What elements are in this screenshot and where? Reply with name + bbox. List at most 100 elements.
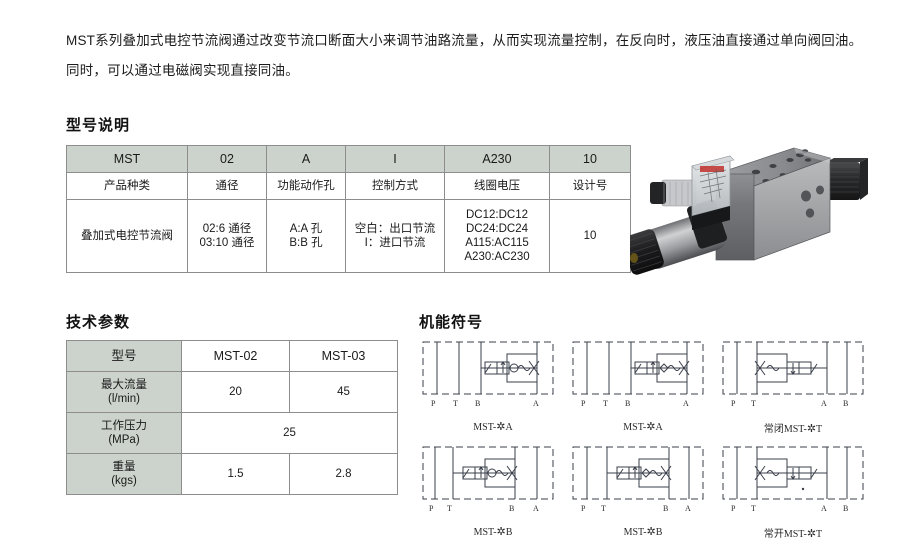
port-label: P <box>581 504 586 513</box>
caption-suffix: B <box>655 527 663 538</box>
port-label: B <box>625 399 630 408</box>
tech-label-unit: (kgs) <box>111 475 137 487</box>
caption-star: ✲ <box>806 528 817 540</box>
model-body-cell-3: A:A 孔 B:B 孔 <box>266 199 346 273</box>
symbol-cell-0: P T B A MST-✲A <box>419 336 567 436</box>
caption-star: ✲ <box>646 421 656 433</box>
technical-parameters-table: 型号 MST-02 MST-03 最大流量 (l/min) 20 45 工作压力… <box>66 340 398 495</box>
symbol-caption-2: 常闭MST-✲T <box>719 420 867 435</box>
symbol-diagram-1: P T B A <box>572 341 704 408</box>
section-title-tech: 技术参数 <box>66 314 131 331</box>
symbol-caption-3: MST-✲B <box>419 525 567 538</box>
symbol-port-labels-2: P T A B <box>731 399 848 408</box>
model-body-cell-1: 叠加式电控节流阀 <box>66 199 188 273</box>
port-label: A <box>821 504 827 513</box>
model-subheader-cell-3: 功能动作孔 <box>266 172 346 200</box>
caption-main: MST- <box>473 422 497 433</box>
model-body-cell-6: 10 <box>549 199 631 273</box>
valve-right-stub <box>826 158 868 200</box>
port-label: T <box>751 504 756 513</box>
model-body-cell-5: DC12:DC12 DC24:DC24 A115:AC115 A230:AC23… <box>444 199 550 273</box>
tech-label-line: 工作压力 <box>101 420 147 432</box>
symbol-port-labels-1: P T B A <box>581 399 689 408</box>
caption-suffix: T <box>816 424 823 435</box>
caption-star: ✲ <box>806 423 817 435</box>
tech-cell-span: 25 <box>181 412 398 454</box>
port-label: A <box>821 399 827 408</box>
tech-label-line: 重量 <box>112 461 136 473</box>
valve-body-block <box>714 147 832 261</box>
symbol-diagram-0: P T B A <box>422 341 554 408</box>
tech-label-line: 最大流量 <box>101 379 147 391</box>
caption-main: MST- <box>473 527 497 538</box>
port-label: P <box>431 399 436 408</box>
symbol-diagram-5: P T A B <box>722 446 864 513</box>
port-label: P <box>429 504 434 513</box>
caption-main: MST- <box>623 422 647 433</box>
symbol-cell-2: P T A B 常闭MST-✲T <box>719 336 867 436</box>
symbol-caption-5: 常开MST-✲T <box>719 525 867 540</box>
tech-row-label: 重量 (kgs) <box>66 453 182 495</box>
model-subheader-cell-5: 线圈电压 <box>444 172 550 200</box>
model-subheader-cell-6: 设计号 <box>549 172 631 200</box>
caption-star: ✲ <box>496 421 506 433</box>
caption-suffix: T <box>816 529 823 540</box>
tech-cell-mst02: 20 <box>181 371 290 413</box>
tech-row-label: 最大流量 (l/min) <box>66 371 182 413</box>
symbol-caption-4: MST-✲B <box>569 525 717 538</box>
table-row-header: MST 02 A I A230 10 <box>66 145 631 173</box>
port-label: T <box>751 399 756 408</box>
model-header-cell-2: 02 <box>187 145 267 173</box>
table-row: 工作压力 (MPa) 25 <box>66 412 398 454</box>
model-header-cell-1: MST <box>66 145 188 173</box>
port-label: B <box>509 504 514 513</box>
table-row: 型号 MST-02 MST-03 <box>66 340 398 372</box>
model-body-line: 空白：出口节流 <box>354 223 436 235</box>
function-symbol-grid: P T B A MST-✲A <box>419 336 887 541</box>
tech-row-label: 型号 <box>66 340 182 372</box>
port-label: A <box>683 399 689 408</box>
model-header-cell-4: I <box>345 145 445 173</box>
model-body-line: B:B 孔 <box>289 237 323 249</box>
model-subheader-cell-2: 通径 <box>187 172 267 200</box>
product-photo-illustration <box>622 147 868 275</box>
caption-main: MST- <box>783 529 807 540</box>
model-body-line: 02:6 通径 <box>202 223 252 235</box>
port-label: B <box>475 399 480 408</box>
port-label: B <box>843 399 848 408</box>
model-header-cell-6: 10 <box>549 145 631 173</box>
tech-row-label: 工作压力 (MPa) <box>66 412 182 454</box>
caption-star: ✲ <box>646 526 656 538</box>
table-row: 最大流量 (l/min) 20 45 <box>66 371 398 413</box>
tech-label-unit: (l/min) <box>108 393 140 405</box>
port-label: B <box>663 504 668 513</box>
port-label: T <box>601 504 606 513</box>
symbol-port-labels-5: P T A B <box>731 504 848 513</box>
port-label: P <box>581 399 586 408</box>
symbol-diagram-3: P T B A <box>422 446 554 513</box>
section-title-symbol: 机能符号 <box>419 314 484 331</box>
port-label: T <box>447 504 452 513</box>
symbol-port-labels-3: P T B A <box>429 504 539 513</box>
model-subheader-cell-1: 产品种类 <box>66 172 188 200</box>
model-body-line: 10 <box>583 230 597 242</box>
model-body-cell-2: 02:6 通径 03:10 通径 <box>187 199 267 273</box>
caption-prefix: 常开 <box>763 529 784 540</box>
port-label: P <box>731 504 736 513</box>
caption-prefix: 常闭 <box>763 424 784 435</box>
port-label: B <box>843 504 848 513</box>
symbol-diagram-4: P T B A <box>572 446 704 513</box>
model-description-table: MST 02 A I A230 10 产品种类 通径 功能动作孔 控制方式 线圈… <box>66 145 631 273</box>
model-body-line: I：进口节流 <box>364 237 426 249</box>
tech-cell-mst02: MST-02 <box>181 340 290 372</box>
caption-main: MST- <box>623 527 647 538</box>
caption-suffix: A <box>655 422 663 433</box>
port-label: A <box>685 504 691 513</box>
model-header-cell-3: A <box>266 145 346 173</box>
solenoid-end-cap <box>622 229 664 275</box>
port-label: T <box>453 399 458 408</box>
caption-suffix: B <box>505 527 513 538</box>
tech-cell-mst03: 2.8 <box>289 453 398 495</box>
symbol-cell-1: P T B A MST-✲A <box>569 336 717 436</box>
symbol-diagram-2: P T A B <box>722 341 864 408</box>
